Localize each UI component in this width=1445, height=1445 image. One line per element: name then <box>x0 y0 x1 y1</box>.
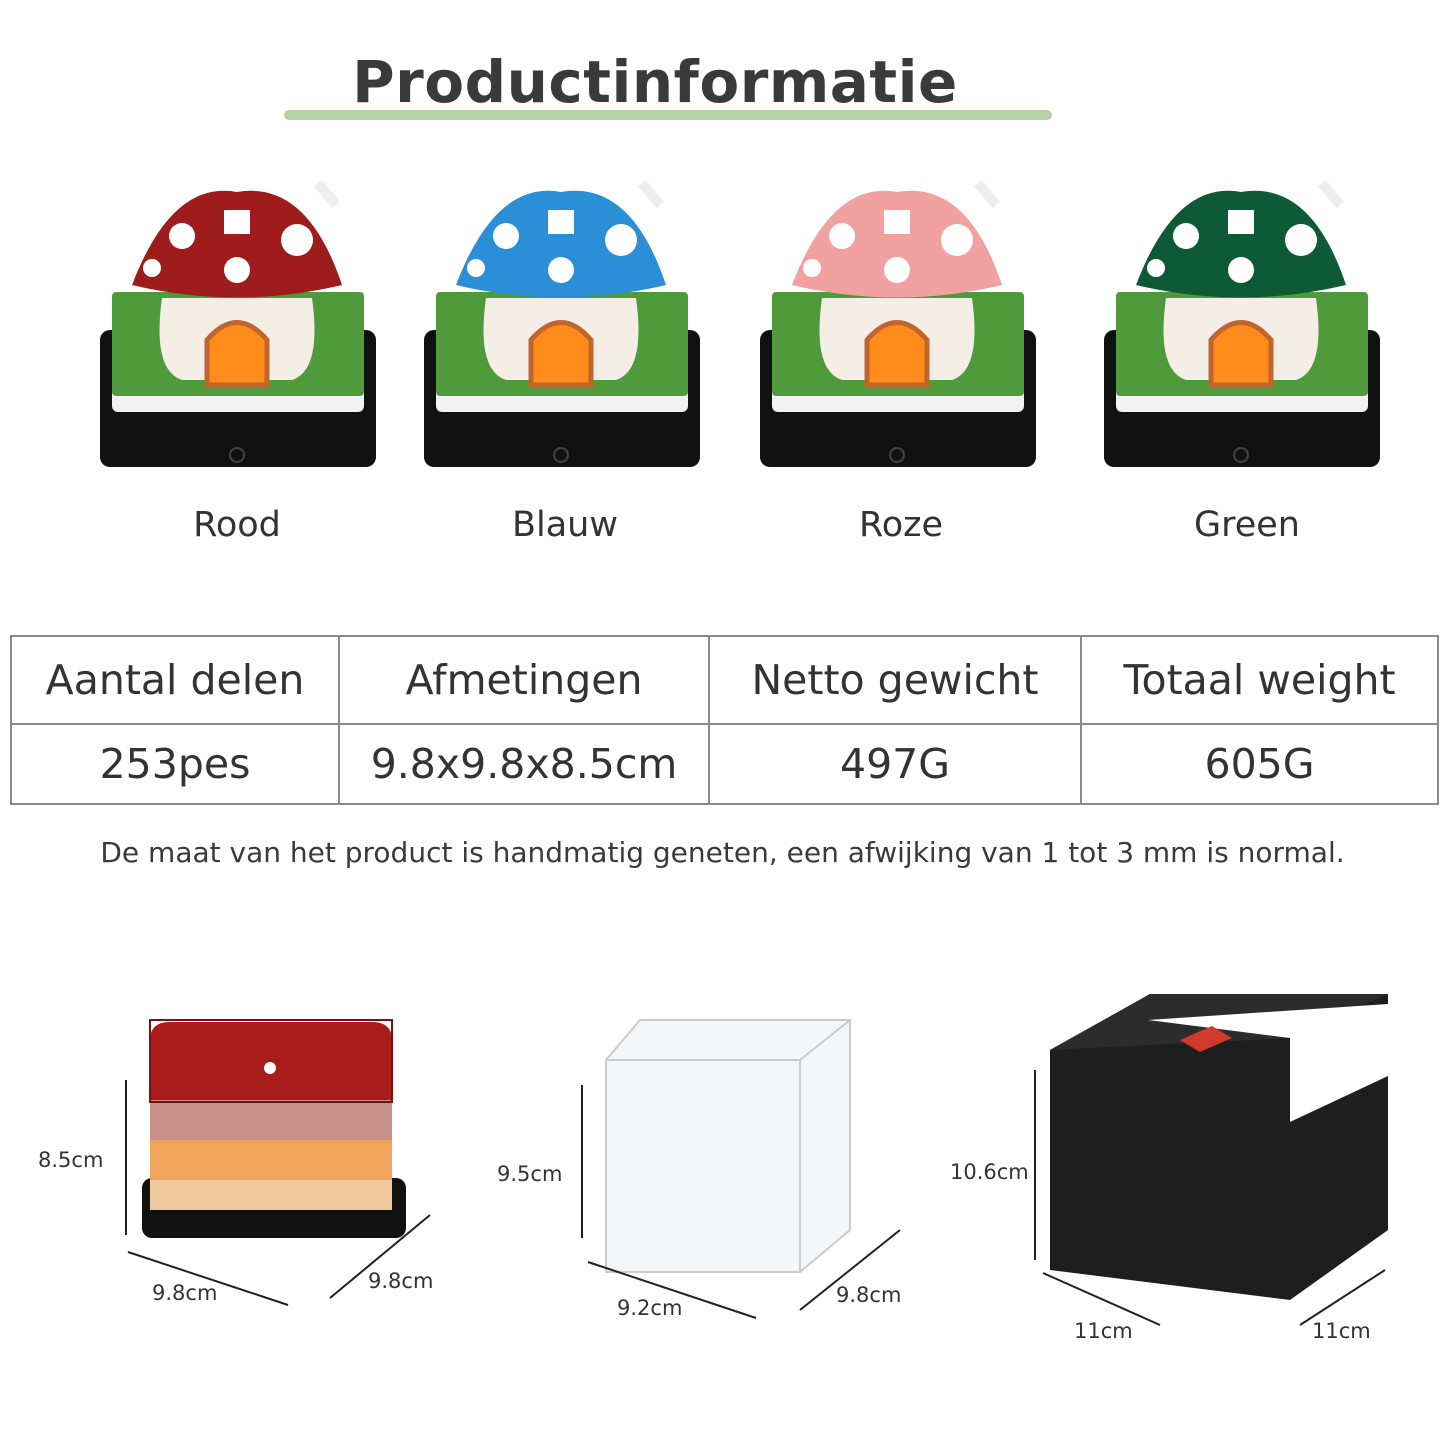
box-width-label: 11cm <box>1074 1319 1133 1343</box>
mushroom-house-pink-image <box>760 180 1036 467</box>
specs-table: Aantal delen Afmetingen Netto gewicht To… <box>10 635 1439 805</box>
power-icon <box>889 447 905 463</box>
notepad-width-label: 9.8cm <box>152 1281 217 1305</box>
cover-height-label: 9.5cm <box>497 1162 562 1186</box>
value-cell-parts: 253pes <box>10 723 340 805</box>
header-cell-dimensions: Afmetingen <box>338 635 710 725</box>
variant-green: Green <box>1102 180 1392 560</box>
mushroom-cap <box>1136 190 1346 298</box>
variant-label: Green <box>1194 505 1300 545</box>
mushroom-cap <box>132 190 342 298</box>
notepad-height-label: 8.5cm <box>38 1148 103 1172</box>
size-note: De maat van het product is handmatig gen… <box>100 836 1345 869</box>
mushroom-house-blue-image <box>424 180 700 467</box>
header-cell-parts: Aantal delen <box>10 635 340 725</box>
value-cell-total-weight: 605G <box>1080 723 1439 805</box>
dimension-diagrams: 8.5cm 9.8cm 9.8cm 9.5cm 9.2cm 9.8cm <box>0 980 1445 1343</box>
variant-label: Rood <box>193 505 281 545</box>
box-dimension-lines <box>1034 1070 1386 1326</box>
power-icon <box>1233 447 1249 463</box>
value-cell-net-weight: 497G <box>708 723 1082 805</box>
mushroom-cap <box>792 190 1002 298</box>
header-cell-net-weight: Netto gewicht <box>708 635 1082 725</box>
box-depth-label: 11cm <box>1312 1319 1371 1343</box>
table-header-row: Aantal delen Afmetingen Netto gewicht To… <box>10 635 1439 725</box>
notepad-depth-label: 9.8cm <box>368 1269 433 1293</box>
power-icon <box>229 447 245 463</box>
cover-width-label: 9.2cm <box>617 1296 682 1320</box>
variant-blue: Blauw <box>420 180 710 560</box>
variant-red: Rood <box>92 180 382 560</box>
mushroom-house-green-image <box>1104 180 1380 467</box>
title-underline <box>284 110 1052 120</box>
cover-depth-label: 9.8cm <box>836 1283 901 1307</box>
mushroom-cap <box>456 190 666 298</box>
notepad-image <box>142 1019 406 1238</box>
cover-dimension-lines <box>581 1085 901 1319</box>
page-title: Productinformatie <box>352 48 958 116</box>
table-row: 253pes 9.8x9.8x8.5cm 497G 605G <box>10 723 1439 805</box>
mushroom-house-red-image <box>100 180 376 467</box>
variant-pink: Roze <box>756 180 1046 560</box>
header-cell-total-weight: Totaal weight <box>1080 635 1439 725</box>
variant-label: Blauw <box>512 505 618 545</box>
value-cell-dimensions: 9.8x9.8x8.5cm <box>338 723 710 805</box>
box-height-label: 10.6cm <box>950 1160 1029 1184</box>
notepad-dimension-lines <box>125 1080 431 1306</box>
gift-box-image <box>1050 994 1388 1300</box>
acrylic-cover-image <box>605 1019 851 1273</box>
power-icon <box>553 447 569 463</box>
variant-label: Roze <box>858 505 944 545</box>
